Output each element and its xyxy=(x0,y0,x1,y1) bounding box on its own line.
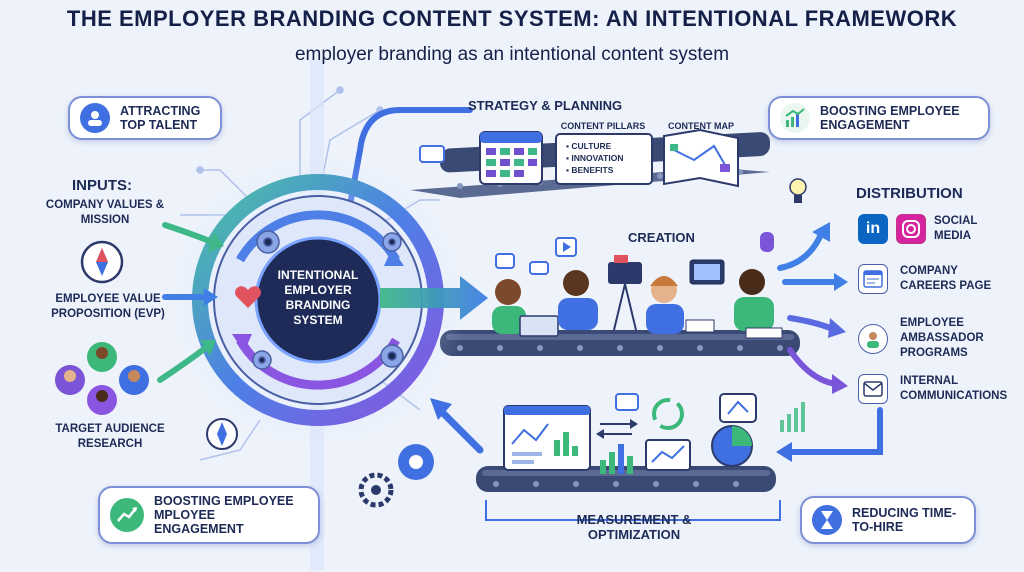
pillar-benefits: ▪ BENEFITS xyxy=(566,165,614,175)
page-title: THE EMPLOYER BRANDING CONTENT SYSTEM: AN… xyxy=(66,6,958,31)
gear-icon xyxy=(252,230,404,370)
people-icons xyxy=(55,342,149,415)
channel-careers-page: COMPANY CAREERS PAGE xyxy=(858,264,1010,294)
content-map-icon xyxy=(663,128,739,188)
hub-label: INTENTIONAL EMPLOYER BRANDING SYSTEM xyxy=(277,268,359,327)
envelope-icon xyxy=(858,374,888,404)
callout-boosting-engagement-bottom: BOOSTING EMPLOYEE MPLOYEE ENGAGEMENT xyxy=(98,486,320,544)
callout-reducing-time-to-hire: REDUCING TIME-TO-HIRE xyxy=(800,496,976,544)
compass-icon xyxy=(80,240,124,284)
connector-to-strategy xyxy=(347,107,473,208)
content-pillars-title: CONTENT PILLARS xyxy=(560,121,646,131)
strategy-heading: STRATEGY & PLANNING xyxy=(468,98,623,113)
linkedin-icon: in xyxy=(858,214,888,244)
gear-icon xyxy=(358,444,434,508)
hourglass-icon xyxy=(812,505,842,535)
pillar-innovation: ▪ INNOVATION xyxy=(566,153,624,163)
callout-attracting-talent: ATTRACTING TOP TALENT xyxy=(68,96,222,140)
hub-arrow xyxy=(380,276,488,320)
content-pillars-card xyxy=(555,133,653,185)
measurement-heading: MEASUREMENT & OPTIMIZATION xyxy=(576,512,692,542)
callout-boosting-engagement-top: BOOSTING EMPLOYEE ENGAGEMENT xyxy=(768,96,990,140)
content-pillars-list: ▪ CULTURE ▪ INNOVATION ▪ BENEFITS xyxy=(566,140,648,176)
measurement-to-hub-arrow xyxy=(436,406,484,454)
input-company-values: COMPANY VALUES & MISSION xyxy=(45,199,165,226)
input-target-audience: TARGET AUDIENCE RESEARCH xyxy=(55,423,165,450)
heart-icon xyxy=(235,286,261,308)
compass-icon xyxy=(206,418,238,450)
instagram-icon xyxy=(896,214,926,244)
pillar-culture: ▪ CULTURE xyxy=(566,141,612,151)
calendar-icon xyxy=(479,131,543,185)
user-icon xyxy=(80,103,110,133)
creation-heading: CREATION xyxy=(628,230,695,245)
content-map-title: CONTENT MAP xyxy=(668,121,734,131)
growth-chart-icon xyxy=(780,103,810,133)
page-subtitle: employer branding as an intentional cont… xyxy=(294,44,730,65)
channel-internal-communications: INTERNAL COMMUNICATIONS xyxy=(858,374,1024,404)
ambassador-icon xyxy=(858,323,888,354)
conveyor-measurement xyxy=(476,466,776,492)
inputs-heading: INPUTS: xyxy=(72,177,132,194)
lightbulb-icon xyxy=(789,178,807,203)
input-evp: EMPLOYEE VALUE PROPOSITION (EVP) xyxy=(51,293,165,320)
channel-social-media: in SOCIAL MEDIA xyxy=(858,214,1004,244)
webpage-icon xyxy=(858,264,888,294)
growth-chart-icon xyxy=(110,498,144,532)
feedback-arrow xyxy=(787,407,883,455)
chat-bubble-icon xyxy=(419,145,445,163)
channel-ambassador-programs: EMPLOYEE AMBASSADOR PROGRAMS xyxy=(858,316,1010,361)
creation-team xyxy=(492,232,783,339)
measurement-dashboard xyxy=(503,393,805,474)
distribution-heading: DISTRIBUTION xyxy=(856,185,963,202)
